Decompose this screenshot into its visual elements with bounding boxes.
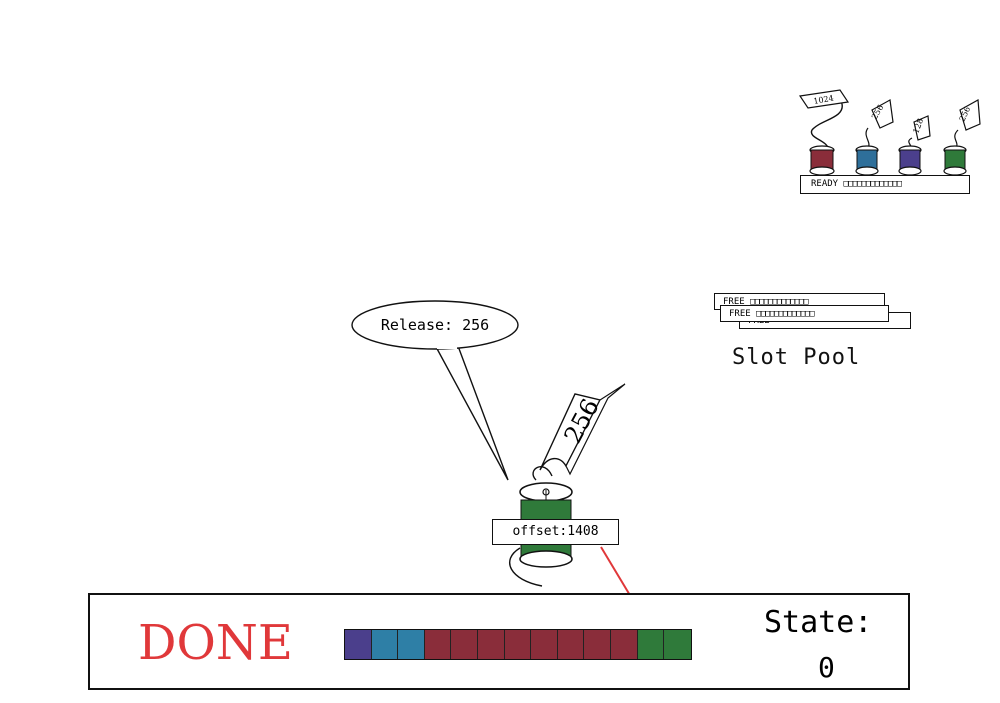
memory-segment	[664, 630, 691, 659]
ready-card-bits: □□□□□□□□□□□□□	[843, 179, 902, 189]
slot-pool-card: FREE □□□□□□□□□□□□□	[720, 305, 889, 322]
memory-segment	[504, 630, 532, 659]
memory-segment	[477, 630, 505, 659]
slot-card-label: FREE	[729, 309, 751, 319]
slot-pool-label: Slot Pool	[732, 345, 861, 370]
state-label: State:	[764, 605, 873, 640]
slot-card-bits: □□□□□□□□□□□□□	[756, 309, 814, 319]
offset-tag: offset:1408	[492, 519, 619, 545]
status-text: DONE	[138, 615, 293, 671]
ready-spool-group: 1024 256 128 256	[798, 89, 981, 176]
memory-bar	[344, 629, 692, 660]
active-spool-icon: 256	[509, 383, 626, 587]
memory-segment	[424, 630, 452, 659]
status-panel: DONE State: 0	[88, 593, 910, 690]
memory-segment	[610, 630, 638, 659]
memory-segment	[451, 630, 478, 659]
memory-segment	[371, 630, 399, 659]
memory-segment	[345, 630, 372, 659]
ready-spool-1024-icon: 1024	[798, 89, 850, 176]
memory-segment	[398, 630, 425, 659]
memory-segment	[531, 630, 558, 659]
slot-card-bits: □□□□□□□□□□□□□	[750, 297, 808, 307]
memory-segment	[637, 630, 665, 659]
slot-card-label: FREE	[723, 297, 745, 307]
ready-spool-128-icon: 128	[898, 115, 931, 176]
ready-card-label: READY	[811, 179, 839, 189]
memory-segment	[584, 630, 611, 659]
ready-spool-256-icon: 256	[855, 99, 894, 176]
ready-spool-label: 1024	[813, 94, 835, 106]
speech-bubble-text: Release: 256	[380, 316, 490, 334]
state-value: 0	[818, 651, 835, 684]
speech-bubble	[351, 300, 519, 481]
ready-spool-256b-icon: 256	[943, 99, 981, 176]
ready-card: READY □□□□□□□□□□□□□	[800, 175, 970, 194]
memory-segment	[557, 630, 585, 659]
